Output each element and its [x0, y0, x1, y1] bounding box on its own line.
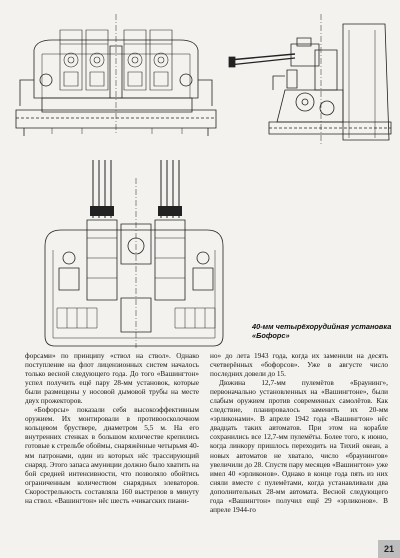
caption-line-2: «Бофорс»	[252, 331, 290, 340]
paragraph: форсами» по принципу «ствол на ствол». О…	[25, 352, 199, 406]
side-view-drawing	[225, 10, 395, 150]
paragraph: «Бофорсы» показали себя высокоэффективны…	[25, 406, 199, 505]
paragraph: но» до лета 1943 года, когда их заменили…	[210, 352, 388, 379]
plan-view-drawing	[35, 158, 235, 350]
figure-caption: 40-мм четырёхорудийная установка «Бофорс…	[252, 322, 392, 340]
caption-line-1: 40-мм четырёхорудийная установка	[252, 322, 392, 331]
paragraph: Дюжина 12,7-мм пулемётов «Браунинг», пер…	[210, 379, 388, 514]
page-number: 21	[378, 540, 400, 558]
front-view-drawing	[12, 10, 220, 138]
text-column-right: но» до лета 1943 года, когда их заменили…	[210, 352, 388, 515]
text-column-left: форсами» по принципу «ствол на ствол». О…	[25, 352, 199, 506]
